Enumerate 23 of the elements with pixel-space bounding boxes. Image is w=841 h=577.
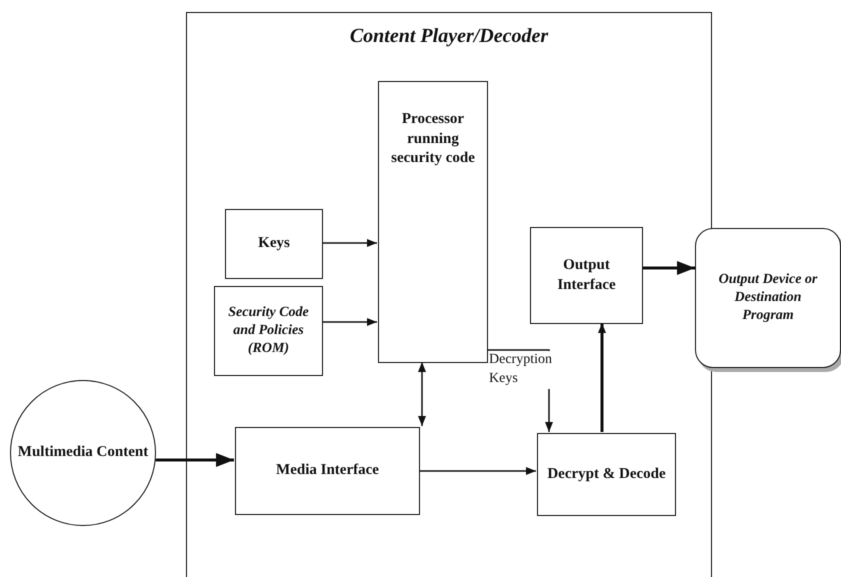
arrow [322,239,377,247]
frame-title: Content Player/Decoder [348,24,550,49]
block-label: Output Interface [556,256,617,294]
arrow [598,323,606,432]
block-label: Keys [257,234,291,254]
arrow [418,362,426,426]
block-label: Output Device or Destination Program [718,270,818,326]
player-frame [186,12,712,577]
arrow [156,453,234,467]
block-label: Security Code and Policies (ROM) [227,304,310,358]
arrow [322,318,377,326]
block-label: Processor running security code [390,110,476,168]
block-box [225,209,323,279]
block-label: Media Interface [275,461,380,480]
block-box [530,227,643,324]
arrow [642,261,695,275]
block-box [214,286,323,376]
block-label: Decrypt & Decode [546,464,667,484]
processor-box [378,81,488,363]
block-box [537,433,676,516]
block-label: Multimedia Content [16,443,150,462]
arrow [419,467,536,475]
block-box [235,427,420,515]
